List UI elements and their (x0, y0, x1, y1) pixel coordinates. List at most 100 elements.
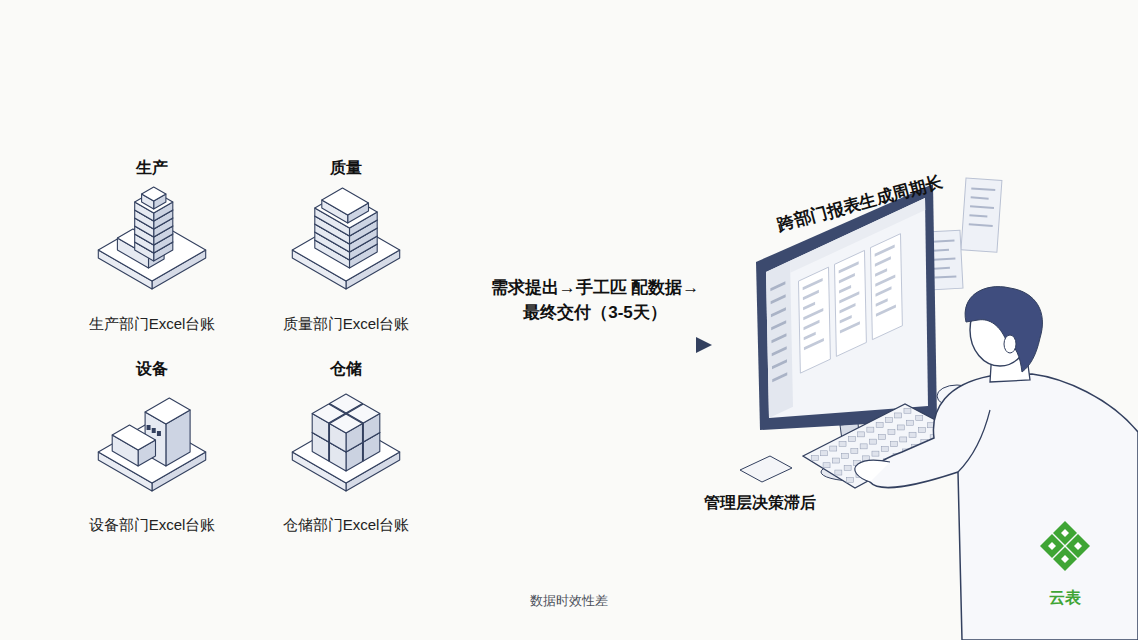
sidebar-item (771, 307, 786, 317)
card-line (803, 320, 819, 330)
key (860, 444, 867, 449)
card-line (876, 298, 888, 307)
caption-holder: 数据时效性差 (530, 591, 608, 611)
key (842, 453, 849, 458)
card-line (875, 244, 895, 256)
sidebar-item (772, 346, 787, 356)
equipment-icon (98, 398, 205, 491)
department-icons (98, 187, 399, 491)
screen-card (870, 234, 902, 340)
card-line (804, 332, 816, 341)
card-line (803, 308, 823, 320)
outcome-note-holder: 管理层决策滞后 (704, 491, 816, 515)
sidebar-item (770, 281, 785, 291)
crate-top (330, 414, 363, 433)
floating-report (961, 178, 1002, 252)
tablet (740, 456, 792, 482)
person-ear (1004, 335, 1016, 353)
card-line (840, 321, 860, 333)
report-sheet (961, 178, 1002, 252)
key (891, 442, 898, 447)
card-line (839, 291, 859, 303)
quality-top-top (322, 188, 369, 215)
logo-mark (1040, 521, 1090, 571)
sidebar-item (771, 320, 786, 330)
card-line (803, 278, 823, 290)
key (881, 446, 888, 451)
key (904, 408, 911, 413)
flow-note: 需求提出→手工匹 配数据→最终交付（3-5天） (475, 275, 715, 326)
report-line (969, 215, 987, 216)
sidebar-item (771, 333, 786, 343)
equipment-wing-top (112, 425, 155, 450)
key (851, 449, 858, 454)
report-line (970, 206, 994, 208)
department-heading: 生产 (136, 158, 168, 179)
key (918, 428, 925, 433)
person-body (869, 374, 1138, 640)
sidebar-item (772, 372, 787, 382)
key (835, 470, 842, 475)
logo-diamond (1053, 547, 1077, 571)
ledger-label: 仓储部门Excel台账 (283, 516, 410, 535)
logo-diamond-inner (1048, 542, 1056, 550)
logo-diamond-inner (1074, 542, 1082, 550)
tower-cap-top (142, 187, 166, 201)
key (909, 432, 916, 437)
flow-arrow-head (696, 337, 712, 353)
window (147, 425, 151, 430)
ledger-label: 质量部门Excel台账 (283, 315, 410, 334)
key (907, 420, 914, 425)
department-node: 设备设备部门Excel台账 (77, 359, 227, 535)
production-icon (98, 187, 205, 289)
screen-sidebar (766, 261, 793, 418)
key (823, 463, 830, 468)
person-hair (965, 287, 1042, 372)
key (811, 456, 818, 461)
window (152, 428, 156, 433)
card-line (875, 268, 887, 277)
report-line (933, 249, 949, 252)
report-line (971, 188, 995, 190)
ledger-label: 生产部门Excel台账 (89, 315, 216, 334)
quality-icon (292, 188, 399, 289)
key (900, 437, 907, 442)
outcome-note: 管理层决策滞后 (704, 491, 816, 515)
card-line (839, 303, 855, 313)
key (867, 427, 874, 432)
key (848, 437, 855, 442)
card-line (803, 290, 819, 300)
logo-diamond-inner (1061, 555, 1069, 563)
card-line (875, 274, 895, 286)
report-line (933, 258, 955, 259)
key (879, 434, 886, 439)
card-line (876, 304, 896, 316)
person-hand (855, 460, 890, 482)
sidebar-item (771, 294, 786, 304)
department-heading: 设备 (136, 359, 168, 380)
key (876, 422, 883, 427)
key (839, 441, 846, 446)
ledger-label: 设备部门Excel台账 (89, 516, 216, 535)
department-node: 质量质量部门Excel台账 (271, 158, 421, 334)
card-line (875, 256, 891, 266)
equipment-hall-top (145, 398, 190, 424)
storage-icon (292, 394, 399, 491)
logo-diamond-inner (1061, 529, 1069, 537)
department-heading: 仓储 (330, 359, 362, 380)
window (157, 431, 161, 436)
report-line (933, 241, 955, 242)
card-line (840, 315, 852, 324)
card-line (839, 273, 855, 283)
report-line (934, 276, 956, 277)
report-line (969, 224, 993, 226)
card-line (839, 261, 859, 273)
department-heading: 质量 (330, 158, 362, 179)
key (858, 432, 865, 437)
screen-card (834, 250, 866, 356)
key (872, 451, 879, 456)
logo-text-holder: 云表 (1049, 586, 1081, 610)
key (844, 465, 851, 470)
key (830, 446, 837, 451)
